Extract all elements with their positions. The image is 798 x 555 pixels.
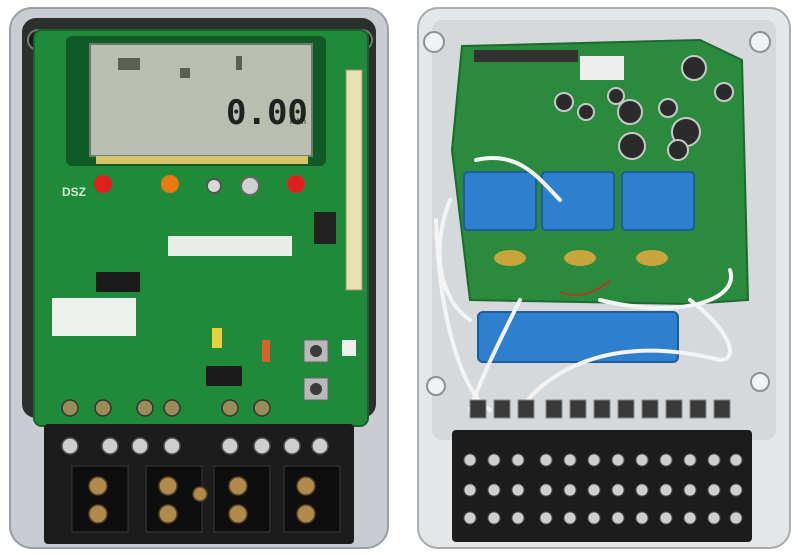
alarm-led-red: [287, 175, 305, 193]
terminal-screws-top: [61, 437, 329, 455]
infrared-port: [206, 178, 222, 194]
ic-chip: [96, 272, 140, 292]
terminal-lugs: [469, 399, 731, 419]
screw-row: [61, 399, 271, 417]
lcd-unit: kWh: [290, 117, 306, 126]
current-transformers: [463, 171, 695, 363]
board-marking: DSZ: [62, 185, 86, 199]
screw-boss: [749, 31, 771, 53]
white-label: [168, 236, 292, 256]
left-meter: 0.00 kWh DSZ: [9, 7, 389, 549]
right-meter: [417, 7, 791, 549]
screw-boss: [750, 372, 770, 392]
white-label: [52, 298, 136, 336]
ribbon-connector: [345, 69, 363, 291]
right-terminal-block: [452, 430, 752, 542]
capacitors: [554, 55, 734, 161]
status-led-orange: [161, 175, 179, 193]
ic-chip: [206, 366, 242, 386]
pulse-led-red: [94, 175, 112, 193]
brass-terminal-screws: [88, 476, 316, 524]
ic-chip: [314, 212, 336, 244]
screw-boss: [423, 31, 445, 53]
infrared-port: [240, 176, 260, 196]
terminal-screw-grid: [463, 453, 743, 525]
screw-boss: [426, 376, 446, 396]
lcd-reading: 0.00: [226, 93, 308, 133]
